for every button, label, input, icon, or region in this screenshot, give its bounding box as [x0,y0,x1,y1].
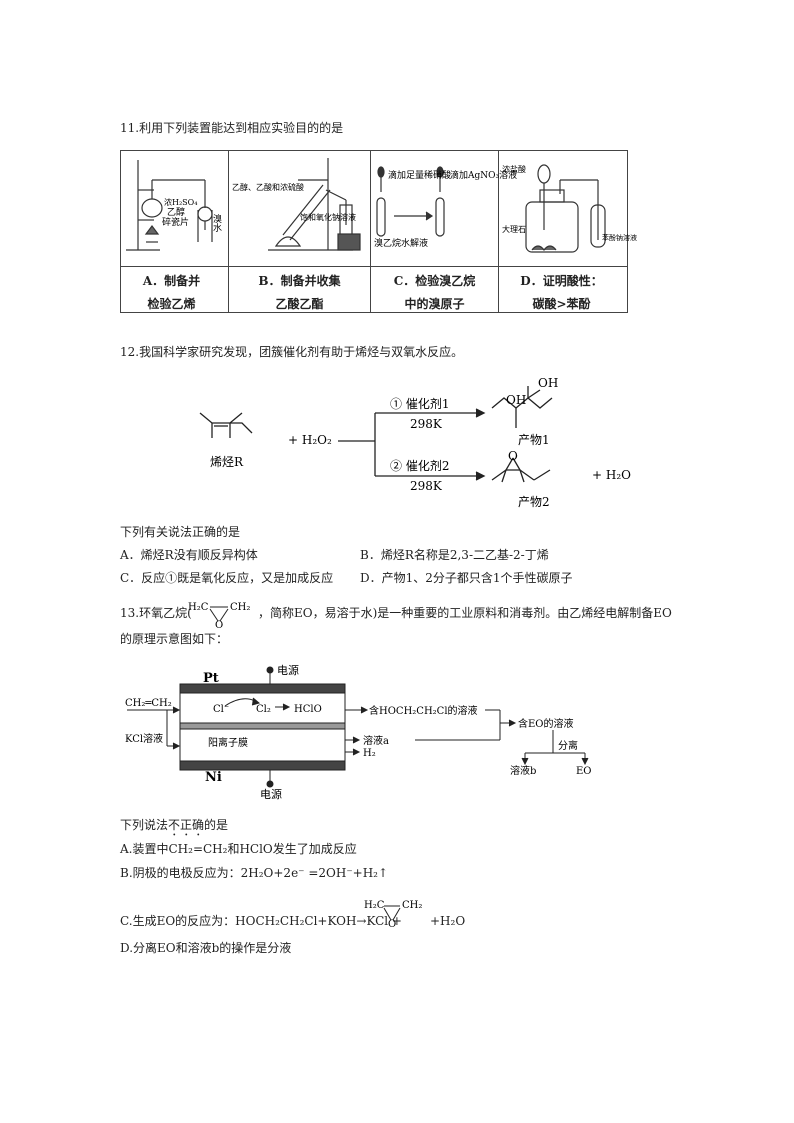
q11-caption-a-line1: A．制备并 [142,274,201,288]
outlet-top-label: 含HOCH₂CH₂Cl的溶液 [369,704,478,717]
a-acid-label: 浓H₂SO₄ [164,198,197,207]
cl-minus-label: Cl⁻ [213,704,229,715]
c-eo-ch2: CH₂ [402,900,422,911]
q13-question-emphasis: 不正确 [168,818,205,832]
a-ethanol-label: 乙醇 [167,206,185,218]
q13-eo-structure: H₂C CH₂ O [188,602,250,631]
q13-option-c-after: +H₂O [430,914,466,928]
c-add-acid-label: 滴加足量稀硝酸 [388,169,451,181]
q12-water: + H₂O [592,468,631,482]
q13-option-c-eo-structure: H₂C CH₂ O [364,900,422,930]
q11-caption-c-line2: 中的溴原子 [404,297,465,311]
outlet-mid-label: 溶液a [363,734,389,747]
a-chips-label: 碎瓷片 [162,216,189,228]
q11-caption-d-line1: D．证明酸性： [520,274,603,288]
eo-o: O [215,620,223,631]
q13-option-b[interactable]: B.阴极的电极反应为：2H₂O+2e⁻ =2OH⁻+H₂↑ [120,866,389,880]
q13-electrolysis-diagram: Pt 电源 Ni 电源 CH₂═CH₂ KCl溶液 Cl⁻ Cl₂ HClO 阳… [125,663,592,801]
c-eo-h2c: H₂C [364,900,385,911]
eo-product-label: EO [576,766,592,777]
product1-oh-top: OH [538,376,558,390]
product2-label: 产物2 [518,495,550,509]
q11-caption-b-line1: B．制备并收集 [258,274,341,288]
power-top-label: 电源 [277,663,299,677]
q13-question-prefix: 下列说法 [120,818,169,832]
product1-label: 产物1 [518,433,550,447]
h2o2-reagent: + H₂O₂ [288,433,332,447]
q11-caption-d-line2: 碳酸>苯酚 [532,297,591,311]
eo-solution-label: 含EO的溶液 [518,717,574,730]
c-solution-label: 溴乙烷水解液 [374,237,428,249]
q12-reaction-scheme: 烯烃R + H₂O₂ ① 催化剂1 298K ② 催化剂2 298K OH OH… [199,376,631,509]
d-marble-label: 大理石 [502,224,526,234]
separate-label: 分离 [558,739,578,752]
q11-caption-c-line1: C．检验溴乙烷 [393,274,476,288]
q13-question-suffix: 的是 [204,818,229,832]
q13-stem-before: 13.环氧乙烷( [120,606,192,620]
apparatus-d-drawing: 浓盐酸 大理石 苯酚钠溶液 [502,164,637,253]
a-bromine-water-label: 溴水 [211,213,222,232]
q12-option-b[interactable]: B．烯烃R名称是2,3-二乙基-2-丁烯 [360,548,549,562]
q13-question: 下列说法不正确的是 [120,818,228,839]
apparatus-c-drawing: 滴加足量稀硝酸 滴加AgNO₃溶液 溴乙烷水解液 [374,166,517,249]
q12-question: 下列有关说法正确的是 [120,525,241,539]
q12-option-a[interactable]: A．烯烃R没有顺反异构体 [120,548,258,562]
hclo-label: HClO [294,704,322,715]
route1-catalyst: ① 催化剂1 [390,396,449,411]
product1-oh-side: OH [506,393,526,407]
c-add-agno3-label: 滴加AgNO₃溶液 [450,169,517,181]
cl2-label: Cl₂ [256,704,271,715]
q13-stem-line2: 的原理示意图如下： [120,632,229,646]
kcl-inlet-label: KCl溶液 [125,732,163,745]
b-reagents-label: 乙醇、乙酸和浓硫酸 [232,182,304,192]
alkene-r-label: 烯烃R [210,455,244,469]
d-hcl-label: 浓盐酸 [502,164,526,174]
pt-electrode-label: Pt [203,671,219,686]
power-bottom-label: 电源 [260,787,282,801]
q12-stem: 12.我国科学家研究发现，团簇催化剂有助于烯烃与双氧水反应。 [120,345,464,359]
outlet-h2-label: H₂ [363,748,376,759]
ni-electrode-label: Ni [205,770,222,785]
q12-option-c[interactable]: C．反应①既是氧化反应，又是加成反应 [120,571,334,585]
q11-caption-a-line2: 检验乙烯 [147,297,196,311]
route2-temp: 298K [410,479,443,493]
q13-option-c-before[interactable]: C.生成EO的反应为：HOCH₂CH₂Cl+KOH→KCl + [120,914,402,928]
q11-stem: 11.利用下列装置能达到相应实验目的的是 [120,121,344,135]
q13-option-d[interactable]: D.分离EO和溶液b的操作是分液 [120,941,292,955]
q13-stem-after: ，简称EO，易溶于水)是一种重要的工业原料和消毒剂。由乙烯经电解制备EO [258,606,672,620]
route1-temp: 298K [410,417,443,431]
eo-h2c: H₂C [188,602,209,613]
q11-apparatus-table [120,150,628,313]
apparatus-b-drawing: 乙醇、乙酸和浓硫酸 饱和氧化钠溶液 [232,158,361,251]
q11-caption-b-line2: 乙酸乙酯 [275,297,324,311]
c-eo-o: O [388,919,396,930]
apparatus-a-drawing: 浓H₂SO₄ 乙醇 碎瓷片 溴水 [126,160,222,251]
b-na2co3-label: 饱和氧化钠溶液 [300,212,356,222]
d-phenoxide-label: 苯酚钠溶液 [602,233,637,242]
route2-catalyst: ② 催化剂2 [390,458,449,473]
solution-b-label: 溶液b [510,764,536,777]
membrane-label: 阳离子膜 [208,736,248,749]
product2-oxygen: O [508,449,518,463]
ethylene-inlet-label: CH₂═CH₂ [125,698,172,709]
q13-option-a[interactable]: A.装置中CH₂=CH₂和HClO发生了加成反应 [120,842,357,856]
q12-option-d[interactable]: D．产物1、2分子都只含1个手性碳原子 [360,571,573,585]
eo-ch2: CH₂ [230,602,250,613]
